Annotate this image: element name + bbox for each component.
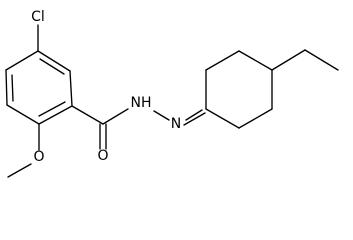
ring-bond-5 [5, 69, 8, 106]
carbonyl-oxygen-label: O [97, 148, 108, 164]
cyclohexylidene-ring [205, 50, 273, 129]
ethyl-group [271, 49, 339, 71]
cyclo-bond-6 [205, 108, 240, 129]
cyclo-bond-2 [205, 50, 240, 71]
hydrazone-n-label: N [171, 116, 181, 132]
imine-double-bond-a [185, 109, 203, 121]
ring-bond-6 [5, 50, 39, 71]
ethyl-bond-2 [304, 49, 339, 71]
imine-double-bond-b [183, 112, 206, 126]
ring-bond-1 [37, 50, 71, 72]
ring-double-bond-2 [38, 101, 66, 117]
ring-double-bond-1 [39, 58, 65, 75]
ring-bond-3 [38, 105, 73, 125]
amide-nh-bond [102, 108, 129, 125]
cyclo-bond-5 [238, 108, 273, 129]
substituents [7, 24, 206, 178]
chlorine-label: Cl [31, 9, 45, 25]
ethyl-bond-1 [271, 49, 306, 71]
methoxy-methyl-bond [7, 163, 32, 178]
carbonyl-carbon-bond [71, 105, 104, 125]
molecule-diagram: Cl O O NH N [5, 9, 339, 178]
methoxy-oxygen-label: O [33, 149, 44, 165]
benzene-ring [5, 50, 73, 125]
ring-bond-4 [6, 104, 40, 125]
structure-svg: Cl O O NH N [5, 9, 339, 178]
cyclo-bond-3 [238, 50, 273, 71]
hydrazine-nn-bond [153, 110, 170, 121]
ring-double-bond-3 [11, 74, 14, 102]
ring-bond-2 [69, 70, 73, 107]
hydrazone-nh-label: NH [131, 95, 152, 111]
